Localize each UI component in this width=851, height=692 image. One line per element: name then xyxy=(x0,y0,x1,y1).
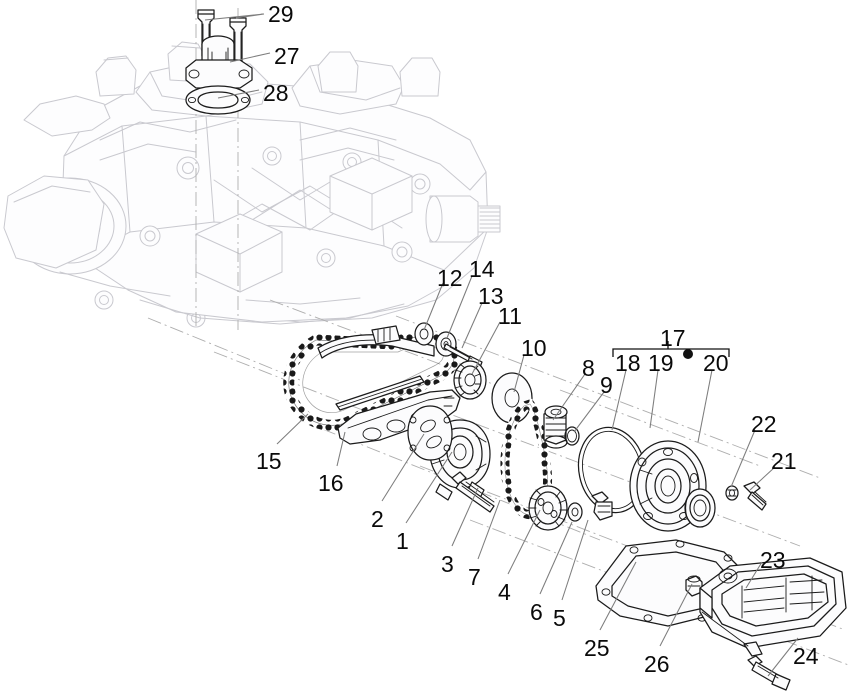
callout-label-23: 23 xyxy=(760,547,786,573)
callout-label-4: 4 xyxy=(498,579,511,605)
callout-label-19: 19 xyxy=(648,350,674,376)
callout-label-26: 26 xyxy=(644,651,670,677)
part-16-chain-guide-rail xyxy=(317,325,435,359)
callout-label-12: 12 xyxy=(437,265,463,291)
callout-label-17: 17 xyxy=(660,325,686,351)
part-8-pump-bearing xyxy=(543,405,568,449)
part-2-pump-gasket-plate xyxy=(407,405,453,461)
part-24-sump-bolt xyxy=(747,655,791,691)
part-22-washer xyxy=(725,485,739,501)
part-9-o-ring-small xyxy=(564,426,580,446)
callout-label-2: 2 xyxy=(371,506,384,532)
group-bullet-marker xyxy=(683,349,693,359)
callout-label-24: 24 xyxy=(793,643,819,669)
callout-label-3: 3 xyxy=(441,551,454,577)
part-27-chain-tensioner xyxy=(185,35,253,102)
callout-label-6: 6 xyxy=(530,599,543,625)
engine-block-background xyxy=(3,41,501,328)
callout-label-16: 16 xyxy=(318,470,344,496)
callout-label-21: 21 xyxy=(771,448,797,474)
part-28-tensioner-gasket xyxy=(185,85,251,115)
group-bracket-17 xyxy=(612,341,730,357)
callout-leader-lines xyxy=(204,13,799,677)
callout-label-8: 8 xyxy=(582,355,595,381)
part-11-driven-sprocket xyxy=(453,360,487,400)
part-23-oil-sump-strainer xyxy=(699,557,847,657)
callout-label-11: 11 xyxy=(498,303,522,329)
callout-label-14: 14 xyxy=(469,256,495,282)
part-21-cover-screw xyxy=(743,481,767,511)
callout-label-28: 28 xyxy=(263,80,289,106)
callout-label-15: 15 xyxy=(256,448,282,474)
callout-label-18: 18 xyxy=(615,350,641,376)
callout-label-5: 5 xyxy=(553,605,566,631)
part-2-chain-tensioner-arm xyxy=(335,375,461,445)
callout-label-22: 22 xyxy=(751,411,777,437)
callout-label-9: 9 xyxy=(600,372,613,398)
part-4-pump-drive-sprocket xyxy=(528,485,568,531)
part-12-pivot-washer xyxy=(414,322,434,346)
callout-label-29: 29 xyxy=(268,1,294,27)
callout-label-27: 27 xyxy=(274,43,300,69)
callout-label-20: 20 xyxy=(703,350,729,376)
part-3-pump-mounting-bolt xyxy=(451,471,495,513)
callout-label-13: 13 xyxy=(478,283,504,309)
callout-label-10: 10 xyxy=(521,335,547,361)
part-6-sprocket-washer xyxy=(567,502,583,522)
callout-label-1: 1 xyxy=(396,528,409,554)
callout-label-25: 25 xyxy=(584,635,610,661)
callout-label-7: 7 xyxy=(468,564,481,590)
part-20-oil-seal xyxy=(684,488,716,528)
part-5-sprocket-bolt xyxy=(591,491,613,521)
